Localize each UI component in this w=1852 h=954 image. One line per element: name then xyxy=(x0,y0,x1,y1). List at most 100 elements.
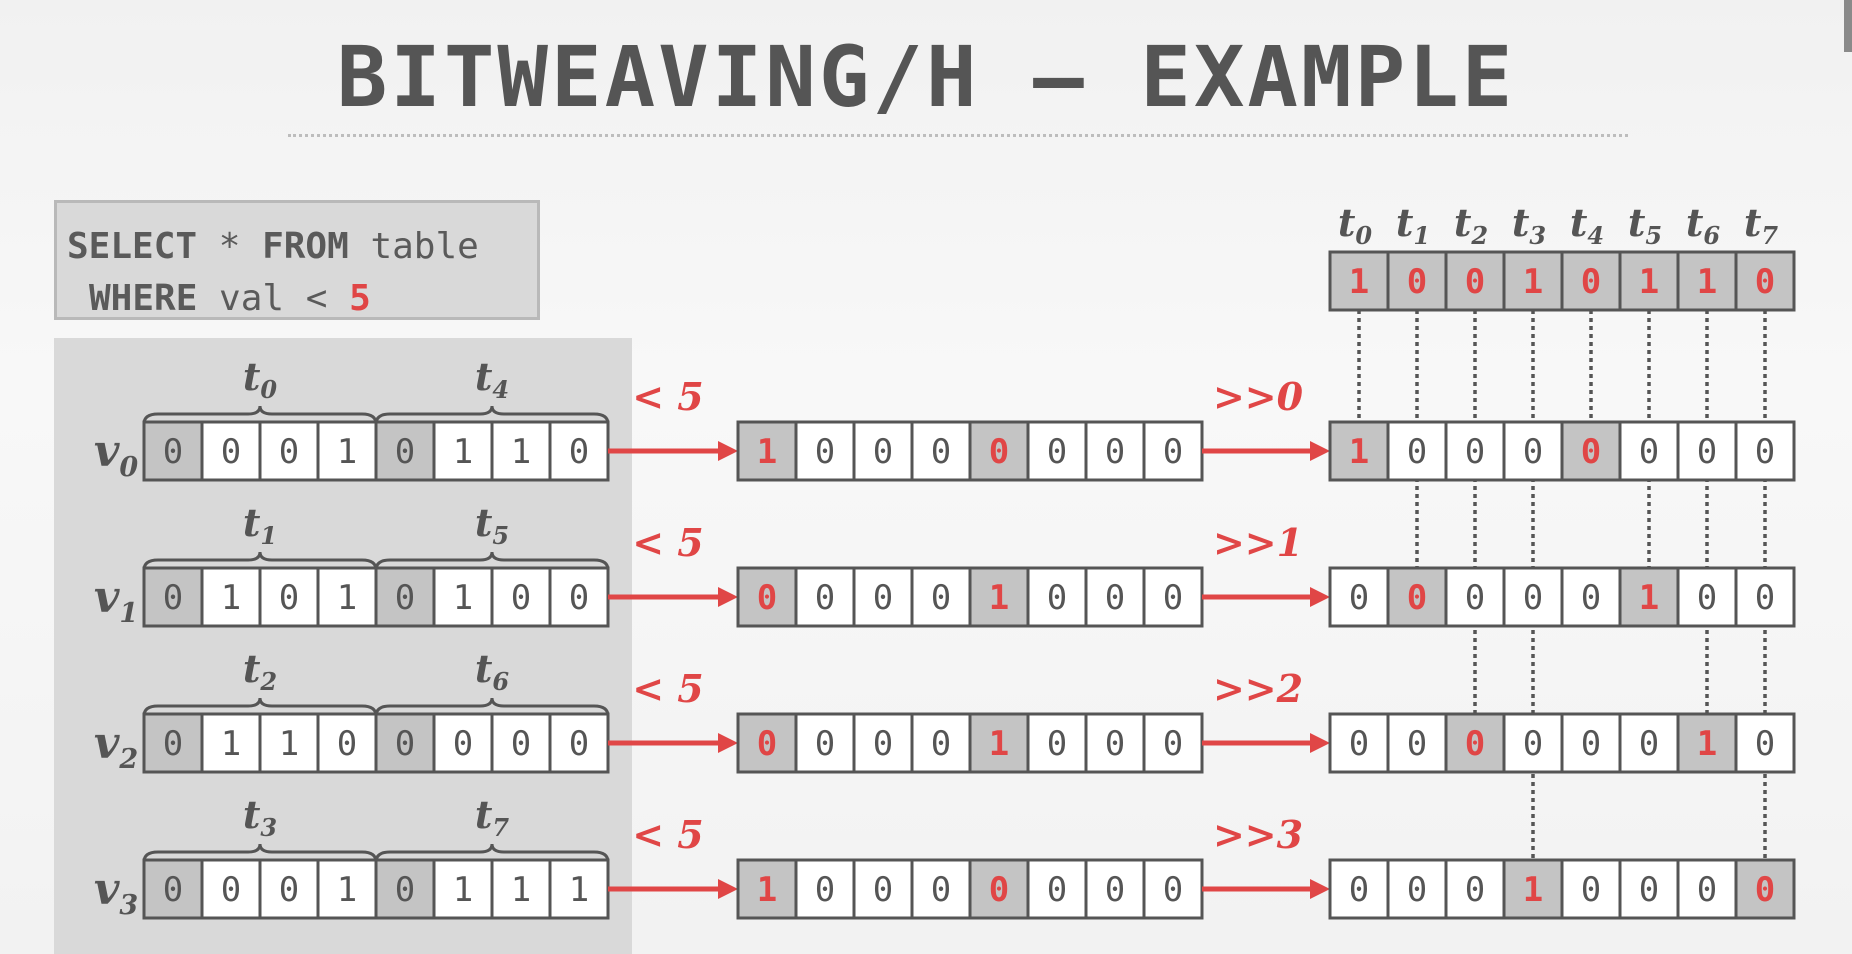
compare-bit: 0 xyxy=(931,724,951,764)
input-bit: 0 xyxy=(279,432,299,472)
shifted-bit: 0 xyxy=(1407,870,1427,910)
compare-bit: 0 xyxy=(757,724,777,764)
shift-op-label: >>3 xyxy=(1213,812,1303,857)
shifted-bit: 0 xyxy=(1755,432,1775,472)
compare-bit: 0 xyxy=(757,578,777,618)
shifted-bit: 0 xyxy=(1755,578,1775,618)
brace-right xyxy=(374,405,610,425)
input-cell xyxy=(200,712,262,774)
row-label: v0 xyxy=(94,426,139,483)
input-bit: 0 xyxy=(163,870,183,910)
input-bit: 0 xyxy=(163,578,183,618)
input-cell xyxy=(490,712,552,774)
result-cell xyxy=(1386,250,1448,312)
shifted-cell xyxy=(1386,420,1448,482)
shifted-bit: 0 xyxy=(1349,870,1369,910)
scrollbar-thumb[interactable] xyxy=(1844,0,1852,52)
compare-bit: 0 xyxy=(1047,578,1067,618)
shifted-cell xyxy=(1734,858,1796,920)
shifted-bit: 0 xyxy=(1407,432,1427,472)
shifted-cell xyxy=(1676,566,1738,628)
shifted-bit: 0 xyxy=(1639,870,1659,910)
sql-query-box: SELECT * FROM table WHERE val < 5 xyxy=(54,200,540,320)
brace-right-label: t4 xyxy=(475,354,509,404)
shifted-bit: 0 xyxy=(1349,578,1369,618)
compare-cell xyxy=(852,858,914,920)
shifted-bit: 0 xyxy=(1465,432,1485,472)
compare-cell xyxy=(910,420,972,482)
compare-cell xyxy=(1142,566,1204,628)
input-cell xyxy=(200,858,262,920)
shifted-cell xyxy=(1328,420,1390,482)
shifted-bit: 0 xyxy=(1407,724,1427,764)
brace-left xyxy=(142,697,378,717)
compare-cell xyxy=(1084,566,1146,628)
compare-bit: 0 xyxy=(873,870,893,910)
shifted-cell xyxy=(1502,712,1564,774)
input-bit: 0 xyxy=(163,432,183,472)
compare-cell xyxy=(736,566,798,628)
compare-cell xyxy=(910,858,972,920)
shifted-bit: 0 xyxy=(1755,870,1775,910)
result-cell xyxy=(1618,250,1680,312)
shifted-bit: 0 xyxy=(1639,432,1659,472)
result-bit: 0 xyxy=(1407,262,1427,302)
row-label: v2 xyxy=(94,718,138,775)
input-bit: 0 xyxy=(279,578,299,618)
shifted-cell xyxy=(1444,858,1506,920)
input-cell xyxy=(374,712,436,774)
compare-cell xyxy=(910,566,972,628)
brace-left xyxy=(142,551,378,571)
brace-right-label: t6 xyxy=(475,646,510,696)
compare-bit: 0 xyxy=(873,724,893,764)
shifted-cell xyxy=(1560,566,1622,628)
input-cell xyxy=(490,858,552,920)
compare-arrow-head xyxy=(718,441,738,461)
compare-bit: 0 xyxy=(1105,432,1125,472)
compare-cell xyxy=(852,420,914,482)
shifted-bit: 0 xyxy=(1697,578,1717,618)
brace-left-label: t3 xyxy=(243,792,277,842)
input-bit: 0 xyxy=(163,724,183,764)
shift-arrow-head xyxy=(1310,879,1330,899)
shifted-cell xyxy=(1734,566,1796,628)
compare-cell xyxy=(794,858,856,920)
compare-op-label: < 5 xyxy=(632,666,704,711)
compare-bit: 0 xyxy=(1105,724,1125,764)
result-header-label: t7 xyxy=(1744,200,1779,250)
compare-bit: 1 xyxy=(989,724,1009,764)
input-bit: 0 xyxy=(569,578,589,618)
compare-cell xyxy=(794,420,856,482)
input-cell xyxy=(548,712,610,774)
compare-cell xyxy=(1142,858,1204,920)
input-cell xyxy=(142,712,204,774)
compare-bit: 0 xyxy=(931,578,951,618)
input-bit: 1 xyxy=(453,432,473,472)
input-bit: 0 xyxy=(395,578,415,618)
brace-right-label: t5 xyxy=(475,500,509,550)
shifted-bit: 0 xyxy=(1523,578,1543,618)
input-bit: 0 xyxy=(453,724,473,764)
result-cell xyxy=(1560,250,1622,312)
result-bit: 0 xyxy=(1465,262,1485,302)
shifted-cell xyxy=(1502,566,1564,628)
shifted-bit: 1 xyxy=(1639,578,1659,618)
sql-condition: val < xyxy=(197,278,350,319)
input-bit: 0 xyxy=(337,724,357,764)
brace-left-label: t1 xyxy=(243,500,277,550)
input-bit: 1 xyxy=(511,432,531,472)
result-bit: 1 xyxy=(1697,262,1717,302)
slide-title: BITWEAVING/H – EXAMPLE xyxy=(336,28,1516,126)
shifted-bit: 1 xyxy=(1697,724,1717,764)
result-cell xyxy=(1676,250,1738,312)
brace-right xyxy=(374,843,610,863)
result-header-label: t4 xyxy=(1570,200,1604,250)
compare-arrow-head xyxy=(718,733,738,753)
shifted-bit: 0 xyxy=(1465,578,1485,618)
compare-bit: 0 xyxy=(873,578,893,618)
result-bit: 1 xyxy=(1639,262,1659,302)
shifted-bit: 0 xyxy=(1639,724,1659,764)
shifted-cell xyxy=(1560,712,1622,774)
input-bit: 0 xyxy=(511,724,531,764)
shifted-bit: 0 xyxy=(1697,432,1717,472)
